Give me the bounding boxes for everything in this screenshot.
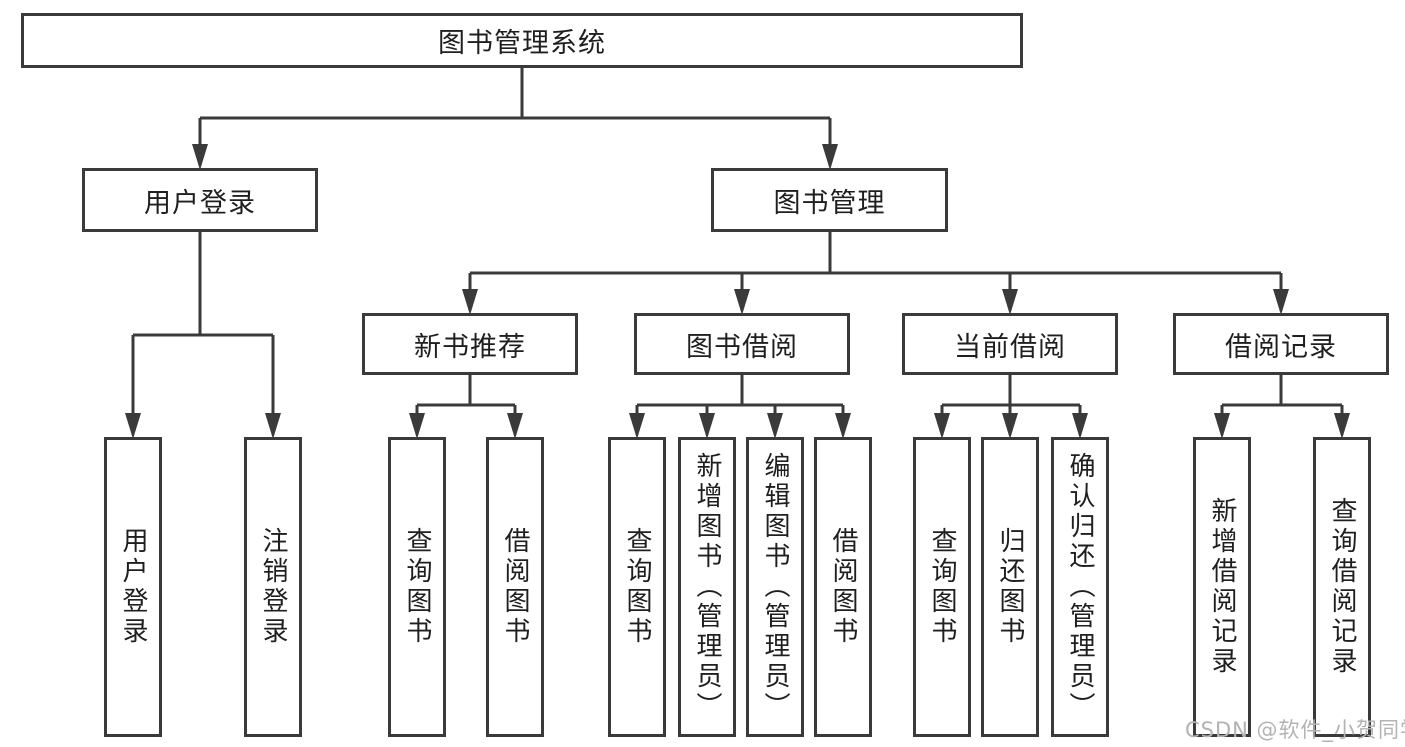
- node-new-book-recommend-label: 新书推荐: [414, 331, 526, 363]
- node-book-borrow-label: 图书借阅: [686, 331, 798, 363]
- leaf-edit-books-admin-box: 编辑图书（管理员）: [746, 437, 804, 737]
- leaf-borrow-books-1-box: 借阅图书: [486, 437, 544, 737]
- root-box: 图书管理系统: [21, 13, 1023, 68]
- leaf-edit-books-admin-label: 编辑图书（管理员）: [760, 452, 790, 722]
- arrow-down-icon: [1334, 413, 1350, 439]
- arrow-down-icon: [409, 413, 425, 439]
- arrow-down-icon: [1002, 413, 1018, 439]
- leaf-confirm-return-admin-box: 确认归还（管理员）: [1051, 437, 1109, 737]
- leaf-query-borrow-record-box: 查询借阅记录: [1313, 437, 1371, 737]
- arrow-down-icon: [767, 413, 783, 439]
- node-new-book-recommend-box: 新书推荐: [362, 313, 578, 375]
- node-current-borrow-box: 当前借阅: [902, 313, 1118, 375]
- leaf-confirm-return-admin-label: 确认归还（管理员）: [1065, 452, 1095, 722]
- leaf-query-books-1-label: 查询图书: [402, 527, 432, 647]
- arrow-down-icon: [1002, 289, 1018, 315]
- arrow-down-icon: [699, 413, 715, 439]
- leaf-add-borrow-record-box: 新增借阅记录: [1193, 437, 1251, 737]
- node-borrow-record-label: 借阅记录: [1225, 331, 1337, 363]
- connector-lines: [131, 68, 1344, 435]
- node-book-borrow-box: 图书借阅: [634, 313, 850, 375]
- arrow-down-icon: [507, 413, 523, 439]
- leaf-query-books-2-label: 查询图书: [622, 527, 652, 647]
- arrow-down-icon: [1214, 413, 1230, 439]
- leaf-logout-label: 注销登录: [258, 527, 288, 647]
- leaf-add-borrow-record-label: 新增借阅记录: [1207, 497, 1237, 677]
- branch-user-login-label: 用户登录: [144, 187, 256, 219]
- leaf-query-books-3-box: 查询图书: [913, 437, 971, 737]
- arrow-down-icon: [462, 289, 478, 315]
- root-label: 图书管理系统: [438, 28, 606, 59]
- leaf-add-books-admin-label: 新增图书（管理员）: [692, 452, 722, 722]
- leaf-borrow-books-2-box: 借阅图书: [814, 437, 872, 737]
- watermark: CSDN @软件_小贺同学: [1185, 718, 1405, 742]
- leaf-query-borrow-record-label: 查询借阅记录: [1327, 497, 1357, 677]
- arrow-down-icon: [629, 413, 645, 439]
- arrow-down-icon: [734, 289, 750, 315]
- node-current-borrow-label: 当前借阅: [954, 331, 1066, 363]
- arrow-down-icon: [835, 413, 851, 439]
- leaf-add-books-admin-box: 新增图书（管理员）: [678, 437, 736, 737]
- leaf-logout-box: 注销登录: [244, 437, 302, 737]
- leaf-query-books-3-label: 查询图书: [927, 527, 957, 647]
- leaf-user-login-label: 用户登录: [118, 527, 148, 647]
- arrow-down-icon: [192, 144, 208, 170]
- leaf-borrow-books-1-label: 借阅图书: [500, 527, 530, 647]
- branch-book-management-label: 图书管理: [773, 187, 886, 219]
- arrowheads: [125, 144, 1350, 439]
- arrow-down-icon: [1273, 289, 1289, 315]
- branch-book-management-box: 图书管理: [711, 168, 948, 232]
- node-borrow-record-box: 借阅记录: [1173, 313, 1389, 375]
- leaf-query-books-2-box: 查询图书: [608, 437, 666, 737]
- arrow-down-icon: [1072, 413, 1088, 439]
- leaf-return-books-box: 归还图书: [981, 437, 1039, 737]
- arrow-down-icon: [934, 413, 950, 439]
- branch-user-login-box: 用户登录: [82, 168, 318, 232]
- leaf-user-login-box: 用户登录: [104, 437, 162, 737]
- leaf-query-books-1-box: 查询图书: [388, 437, 446, 737]
- arrow-down-icon: [265, 413, 281, 439]
- arrow-down-icon: [125, 413, 141, 439]
- leaf-return-books-label: 归还图书: [995, 527, 1025, 647]
- leaf-borrow-books-2-label: 借阅图书: [828, 527, 858, 647]
- arrow-down-icon: [822, 144, 838, 170]
